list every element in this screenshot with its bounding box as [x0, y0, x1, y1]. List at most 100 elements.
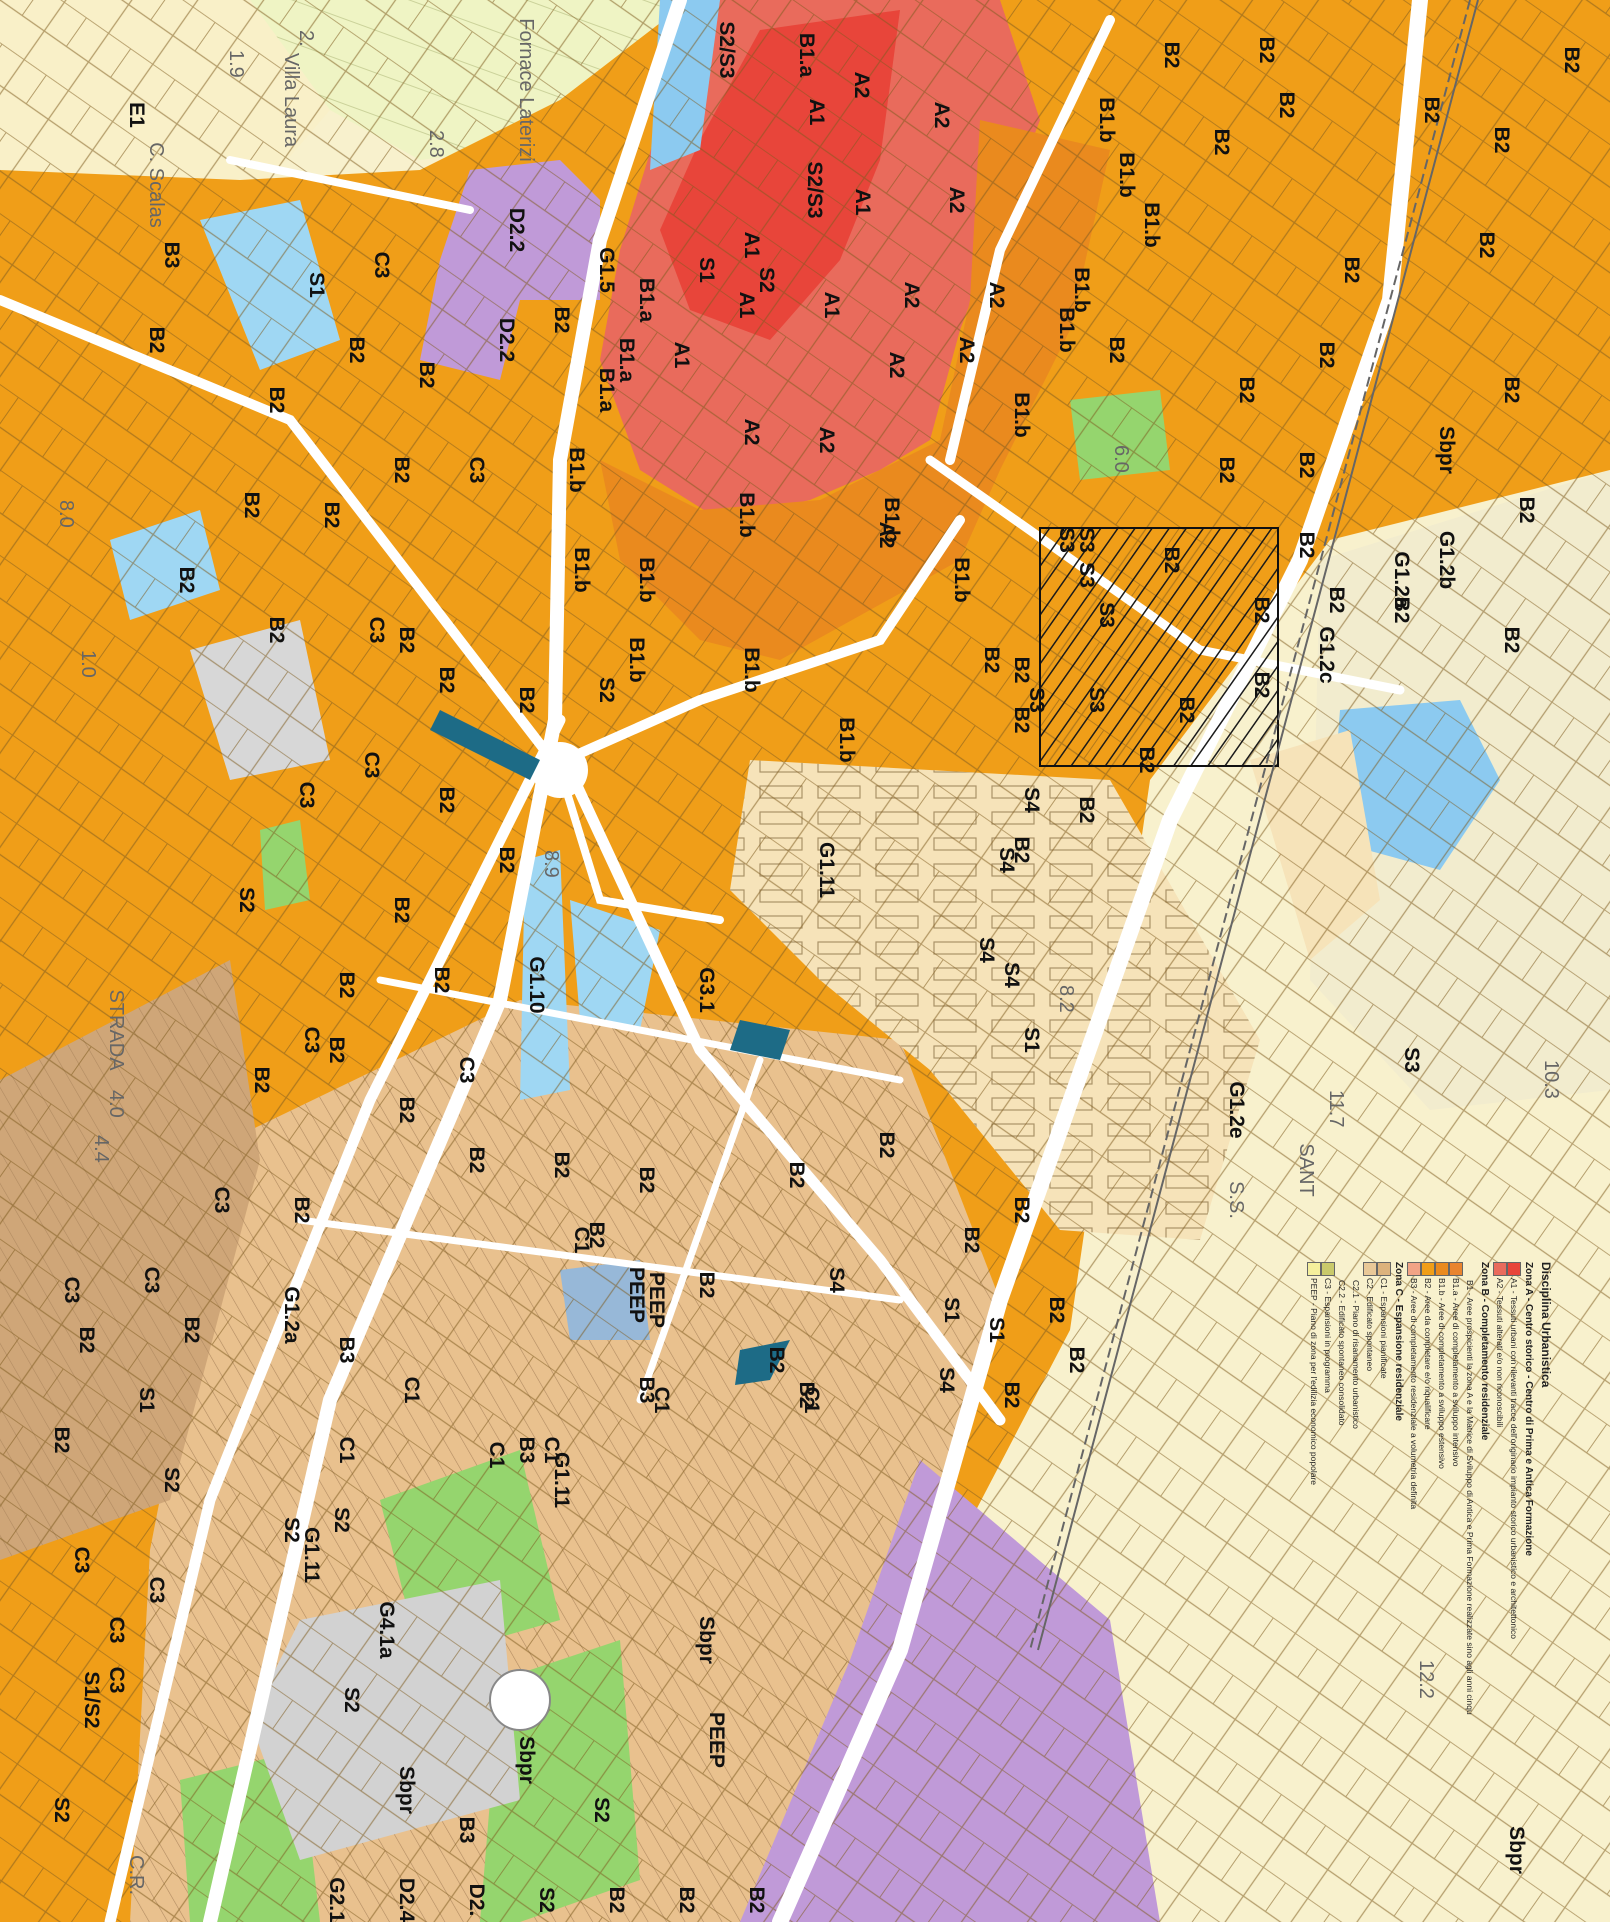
legend-label-b1a: B1.a - Aree di completamento a sviluppo … — [1451, 1278, 1462, 1467]
zone-label: C1 — [335, 1437, 358, 1464]
zone-label: A2 — [875, 522, 898, 549]
zone-label: PEEP — [625, 1267, 648, 1323]
zone-label: S2 — [340, 1687, 363, 1713]
zone-label: B2 — [1175, 697, 1198, 724]
zone-label: B2 — [1010, 657, 1033, 684]
zone-label: B1.b — [570, 547, 593, 593]
zone-label: S3 — [1400, 1047, 1423, 1073]
roundabout — [532, 742, 588, 798]
zone-label: C1 — [400, 1377, 423, 1404]
zone-label: C3 — [60, 1277, 83, 1304]
legend-title: Disciplina Urbanistica — [1539, 1262, 1553, 1388]
zone-label: B2 — [435, 787, 458, 814]
legend-label-c3: C3 - Espansioni in programma — [1323, 1278, 1334, 1393]
legend-swatch-b1b-icon — [1435, 1262, 1450, 1276]
zone-label: G1.2b — [1435, 531, 1458, 589]
zone-label: G1.2e — [1225, 1081, 1248, 1138]
legend-swatch-c1-icon — [1377, 1262, 1392, 1276]
legend-swatch-a1-icon — [1507, 1262, 1522, 1276]
zone-label: B2 — [1250, 672, 1273, 699]
legend-item-b2: B2 - Aree da completare e/o riqualificar… — [1421, 1262, 1436, 1608]
zone-label: B2 — [1490, 127, 1513, 154]
zone-label: S2 — [755, 267, 778, 293]
zone-label: B1.b — [1095, 97, 1118, 143]
zone-label: B2 — [50, 1427, 73, 1454]
zone-label: B1.b — [1055, 307, 1078, 353]
zone-label: Sbpr — [395, 1766, 418, 1814]
zone-label: A1 — [820, 292, 843, 319]
zone-label: C1 — [540, 1437, 563, 1464]
zone-label: C1 — [485, 1442, 508, 1469]
legend-item-b1b: B1.b - Aree di completamento a sviluppo … — [1435, 1262, 1450, 1608]
zone-label: S2/S3 — [803, 161, 826, 218]
zone-label: B2 — [1515, 497, 1538, 524]
street-network — [0, 0, 1428, 1922]
zone-label: A2 — [885, 352, 908, 379]
zone-label: B2 — [345, 337, 368, 364]
legend-item-a2: A2 - Tessuti alterati e/o non riconoscib… — [1493, 1262, 1508, 1608]
zone-label: B1.b — [1070, 267, 1093, 313]
zone-label: S1/S2 — [80, 1671, 103, 1728]
zone-label: D2.4 — [395, 1878, 418, 1922]
zone-label: B2 — [1075, 797, 1098, 824]
zone-label: C3 — [210, 1187, 233, 1214]
legend-item-b3: B3 - Aree di completamento residenziale … — [1407, 1262, 1422, 1608]
s4-zone — [430, 710, 540, 780]
zone-label: PEEP — [705, 1712, 728, 1768]
place-label: STRADA — [105, 989, 127, 1071]
zone-label: B2 — [605, 1887, 628, 1914]
zone-label: B2 — [1275, 92, 1298, 119]
zone-label: B2 — [1315, 342, 1338, 369]
zone-label: D2. — [465, 1884, 488, 1917]
zone-label: B2 — [785, 1162, 808, 1189]
zone-label: B2 — [1160, 42, 1183, 69]
zone-label: S1 — [1020, 1027, 1043, 1053]
legend-swatch-c3-icon — [1321, 1262, 1336, 1276]
zone-label: S1 — [135, 1387, 158, 1413]
zone-label: A1 — [740, 232, 763, 259]
zone-label: B2 — [240, 492, 263, 519]
zone-label: C3 — [455, 1057, 478, 1084]
legend-item-c22: C2.2 - Edificato spontaneo consolidato — [1336, 1262, 1349, 1608]
zone-label: B2 — [265, 617, 288, 644]
zone-label: S3 — [1025, 687, 1048, 713]
zone-label: B2 — [675, 1887, 698, 1914]
zone-label: B2 — [290, 1197, 313, 1224]
legend-heading-zone-a: Zona A - Centro storico - Centro di Prim… — [1523, 1262, 1534, 1556]
zone-label: B2 — [1250, 597, 1273, 624]
zone-label: Sbpr — [695, 1616, 718, 1664]
zone-label: S3 — [1095, 602, 1118, 628]
zone-label: A2 — [900, 282, 923, 309]
zone-label: S2 — [590, 1797, 613, 1823]
legend-item-c2: C2 - Edificato spontaneo — [1363, 1262, 1378, 1608]
legend-panel: Disciplina Urbanistica Zona A - Centro s… — [1160, 1258, 1555, 1715]
legend-label-b2: B2 - Aree da completare e/o riqualificar… — [1423, 1278, 1434, 1430]
zone-label: A1 — [851, 189, 874, 216]
zone-label: B2 — [1475, 232, 1498, 259]
zone-label: B2 — [1010, 707, 1033, 734]
zone-label: B2 — [1010, 1197, 1033, 1224]
zone-label: B1.b — [565, 447, 588, 493]
zone-label: S4 — [1000, 962, 1023, 988]
legend-label-b1b: B1.b - Aree di completamento a sviluppo … — [1437, 1278, 1448, 1469]
zone-label: B1.a — [615, 338, 638, 383]
legend-label-c22: C2.2 - Edificato spontaneo consolidato — [1337, 1280, 1348, 1426]
legend-label-b1: B1 - Aree prospicienti la zona A e la Ma… — [1465, 1280, 1476, 1715]
zone-label: G4.1a — [375, 1601, 398, 1659]
legend-label-a1: A1 - Tessuti urbani con rilevanti tracce… — [1509, 1278, 1520, 1640]
zone-label: B2 — [1105, 337, 1128, 364]
zone-label: B1.b — [625, 637, 648, 683]
zone-label: B2 — [745, 1887, 768, 1914]
spot-height-label: 10.3 — [1540, 1060, 1562, 1099]
zone-label: B2 — [175, 567, 198, 594]
zone-label: B2 — [1325, 587, 1348, 614]
legend-item-c1: C1 - Espansioni pianificate — [1377, 1262, 1392, 1608]
legend-swatch-c2-icon — [1363, 1262, 1378, 1276]
zone-label: B2 — [875, 1132, 898, 1159]
zone-label: A2 — [740, 419, 763, 446]
legend-heading-zone-b: Zona B - Completamento residenziale — [1479, 1262, 1490, 1441]
zone-label: B1.b — [740, 647, 763, 693]
zone-label: B1.b — [835, 717, 858, 763]
zone-label: S2 — [235, 887, 258, 913]
